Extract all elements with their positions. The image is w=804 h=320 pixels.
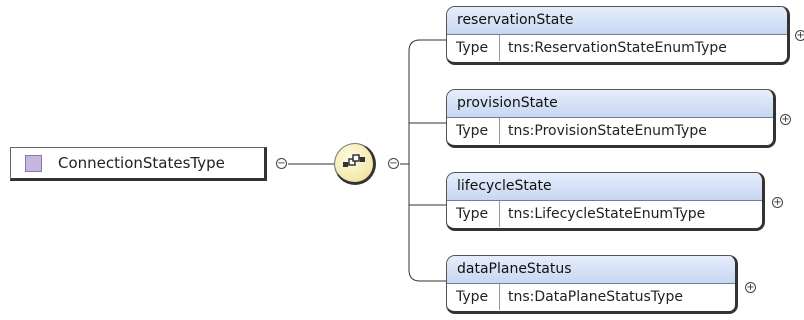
type-label: Type xyxy=(447,284,500,310)
complex-type-box[interactable]: ConnectionStatesType xyxy=(10,147,267,181)
sequence-node[interactable] xyxy=(334,143,376,185)
element-name: reservationState xyxy=(447,7,787,35)
type-value: tns:ProvisionStateEnumType xyxy=(508,123,707,139)
element-box-provisionstate[interactable]: provisionState Type tns:ProvisionStateEn… xyxy=(446,89,776,148)
element-type-row: Type tns:ProvisionStateEnumType xyxy=(447,118,773,144)
sequence-compositor-icon xyxy=(343,154,365,167)
element-name: lifecycleState xyxy=(447,173,762,201)
element-type-row: Type tns:ReservationStateEnumType xyxy=(447,35,787,61)
type-label: Type xyxy=(447,118,500,144)
collapse-type-toggle[interactable]: − xyxy=(276,158,287,169)
complex-type-label: ConnectionStatesType xyxy=(58,154,225,172)
type-value: tns:LifecycleStateEnumType xyxy=(508,206,706,222)
complex-type-icon xyxy=(25,154,42,172)
type-label: Type xyxy=(447,35,500,61)
element-type-row: Type tns:LifecycleStateEnumType xyxy=(447,201,762,227)
element-name: provisionState xyxy=(447,90,773,118)
type-value: tns:DataPlaneStatusType xyxy=(508,289,683,305)
expand-element-toggle[interactable]: + xyxy=(772,197,783,208)
type-value: tns:ReservationStateEnumType xyxy=(508,40,727,56)
element-box-dataplanestatus[interactable]: dataPlaneStatus Type tns:DataPlaneStatus… xyxy=(446,255,738,314)
element-type-row: Type tns:DataPlaneStatusType xyxy=(447,284,735,310)
element-box-lifecyclestate[interactable]: lifecycleState Type tns:LifecycleStateEn… xyxy=(446,172,765,231)
element-name: dataPlaneStatus xyxy=(447,256,735,284)
type-label: Type xyxy=(447,201,500,227)
expand-element-toggle[interactable]: + xyxy=(795,30,804,41)
collapse-sequence-toggle[interactable]: − xyxy=(388,158,399,169)
expand-element-toggle[interactable]: + xyxy=(745,282,756,293)
element-box-reservationstate[interactable]: reservationState Type tns:ReservationSta… xyxy=(446,6,790,65)
expand-element-toggle[interactable]: + xyxy=(780,114,791,125)
